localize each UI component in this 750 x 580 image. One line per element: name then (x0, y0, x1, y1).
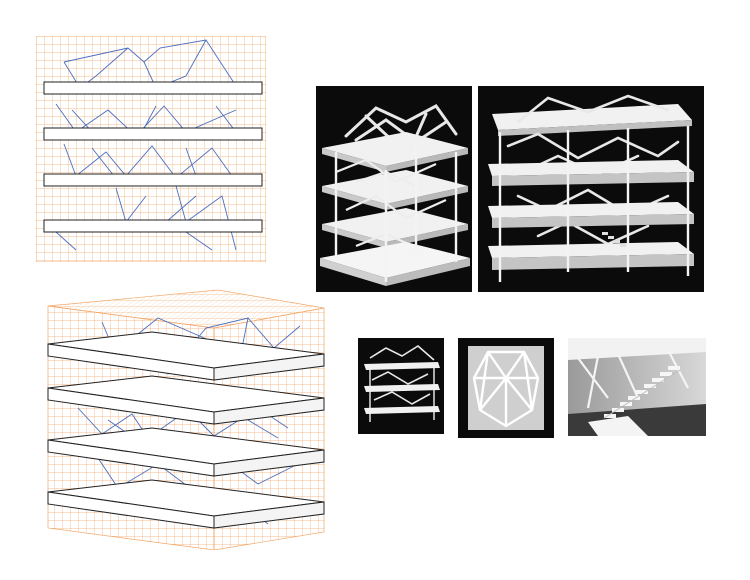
model-left-slabs (322, 132, 468, 248)
axon-slab-2 (47, 375, 325, 425)
model-photo-left-svg (316, 86, 472, 292)
axon-slab-1 (47, 331, 325, 381)
stair-interior-thumbnail-svg (568, 338, 706, 436)
model-photo-right-svg (478, 86, 704, 292)
model-right-slabs (488, 160, 694, 270)
axon-slabs (47, 331, 325, 529)
axon-slab-3 (47, 427, 325, 477)
axonometric-svg (47, 289, 325, 550)
elevation-drawing (36, 36, 266, 262)
model-photo-right (478, 86, 704, 292)
polyhedron-thumbnail (458, 338, 554, 438)
axon-slab-4 (47, 479, 325, 529)
model-photo-left (316, 86, 472, 292)
elevation-svg (36, 36, 266, 262)
axonometric-drawing (38, 288, 328, 550)
model-thumbnail (358, 338, 444, 434)
elevation-slabs (43, 81, 263, 233)
polyhedron-thumbnail-svg (458, 338, 554, 438)
model-thumbnail-svg (358, 338, 444, 434)
stair-interior-thumbnail (568, 338, 706, 436)
